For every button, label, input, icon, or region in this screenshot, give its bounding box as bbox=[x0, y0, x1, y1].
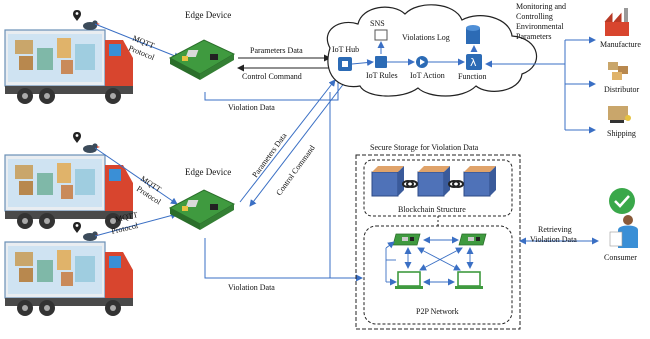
distributor-label: Distributor bbox=[604, 85, 639, 94]
p2p-network-box bbox=[363, 225, 513, 325]
control-command-diag-label: Control Command bbox=[274, 144, 316, 198]
sns-icon bbox=[374, 29, 388, 41]
lambda-function-icon: λ bbox=[466, 54, 482, 70]
sensor-device-icon bbox=[83, 231, 100, 241]
monitoring-label-3: Environmental bbox=[516, 22, 564, 31]
violations-log-label: Violations Log bbox=[402, 33, 450, 42]
iot-hub-icon bbox=[338, 57, 352, 71]
control-command-diag-arrow bbox=[249, 81, 346, 207]
p2p-network-label: P2P Network bbox=[416, 307, 459, 316]
p2p-node-laptop bbox=[454, 271, 484, 290]
mqtt-link-bottom bbox=[94, 212, 178, 237]
violation-data-bottom-label: Violation Data bbox=[228, 283, 275, 292]
sensor-device-icon bbox=[83, 143, 100, 153]
truck-middle bbox=[4, 154, 134, 230]
cloud-boundary bbox=[326, 4, 538, 97]
edge-device-top-label: Edge Device bbox=[185, 10, 231, 20]
violation-data-top-arrow bbox=[204, 74, 342, 101]
parameters-data-label: Parameters Data bbox=[250, 46, 303, 55]
parameters-data-diag-arrow bbox=[239, 79, 336, 203]
mqtt-link-mid bbox=[94, 147, 178, 205]
edge-device-top bbox=[169, 39, 235, 81]
chain-link-icon bbox=[402, 180, 418, 188]
location-pin-icon bbox=[73, 132, 81, 143]
location-pin-icon bbox=[73, 10, 81, 21]
blockchain-label: Blockchain Structure bbox=[398, 205, 466, 214]
retrieving-label-2: Violation Data bbox=[530, 235, 577, 244]
shipping-icon bbox=[608, 106, 631, 123]
secure-storage-box bbox=[355, 154, 521, 330]
truck-top bbox=[4, 29, 134, 105]
retrieving-label-1: Retrieving bbox=[538, 225, 572, 234]
parameters-data-diag-label: Parameters Data bbox=[250, 131, 288, 179]
iot-hub-label: IoT Hub bbox=[332, 45, 359, 54]
consumer-icon bbox=[609, 188, 638, 248]
monitoring-label-2: Controlling bbox=[516, 12, 553, 21]
blockchain-blocks bbox=[371, 166, 496, 197]
monitoring-label-1: Monitoring and bbox=[516, 2, 566, 11]
factory-icon bbox=[604, 8, 629, 36]
secure-storage-label: Secure Storage for Violation Data bbox=[370, 143, 479, 152]
hub-to-rules bbox=[351, 59, 374, 67]
monitoring-label-4: Parameters bbox=[516, 32, 552, 41]
svg-text:λ: λ bbox=[470, 56, 477, 69]
p2p-connections bbox=[385, 236, 474, 286]
iot-rules-label: IoT Rules bbox=[366, 71, 398, 80]
consumer-label: Consumer bbox=[604, 253, 637, 262]
edge-device-bottom-label: Edge Device bbox=[185, 167, 231, 177]
iot-action-icon bbox=[416, 56, 428, 68]
control-command-label: Control Command bbox=[242, 72, 302, 81]
function-label: Function bbox=[458, 72, 486, 81]
distributor-icon bbox=[608, 62, 628, 80]
sns-label: SNS bbox=[370, 19, 385, 28]
mqtt-link-top bbox=[94, 23, 181, 60]
location-pin-icon bbox=[73, 222, 81, 233]
iot-action-label: IoT Action bbox=[410, 71, 445, 80]
violation-data-top-label: Violation Data bbox=[228, 103, 275, 112]
manufacture-label: Manufacture bbox=[600, 40, 641, 49]
p2p-node-board bbox=[458, 233, 487, 246]
database-icon bbox=[466, 25, 480, 44]
p2p-node-laptop bbox=[394, 271, 424, 290]
shipping-label: Shipping bbox=[607, 129, 636, 138]
chain-link-icon bbox=[448, 180, 464, 188]
truck-bottom bbox=[4, 241, 134, 317]
p2p-node-board bbox=[392, 233, 421, 246]
iot-rules-icon bbox=[375, 56, 387, 68]
edge-device-bottom bbox=[169, 189, 235, 231]
violation-data-bottom-line bbox=[204, 238, 330, 279]
